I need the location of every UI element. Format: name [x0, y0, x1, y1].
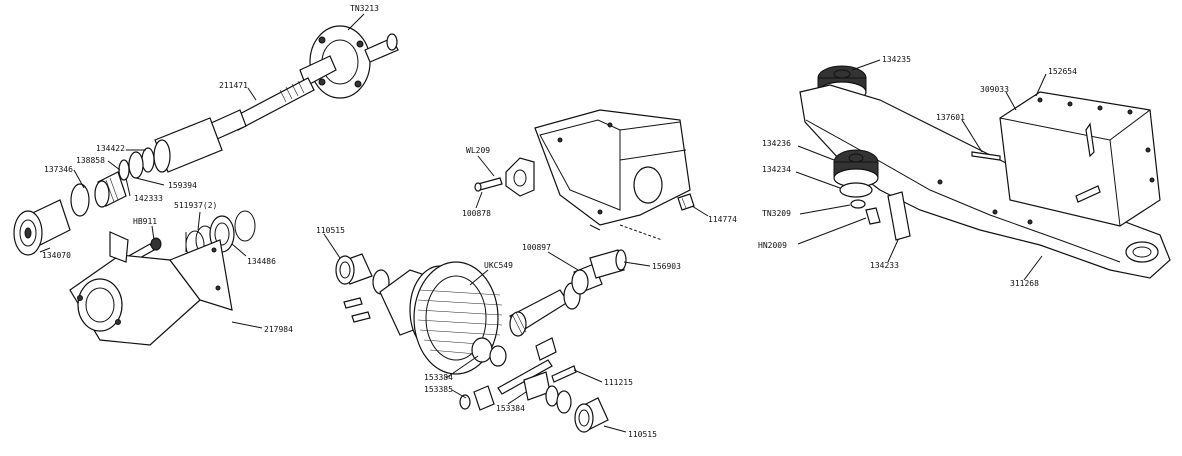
plug-114774	[677, 193, 695, 211]
bearing-134070	[13, 199, 71, 256]
label-137601: 137601	[936, 113, 965, 122]
label-hb911: HB911	[133, 217, 157, 226]
washer-tn3209	[850, 199, 866, 209]
gear-153384-a	[471, 337, 507, 367]
gear-spider	[497, 337, 557, 401]
label-134486: 134486	[247, 257, 276, 266]
bolt-small-2	[351, 311, 371, 323]
label-159394: 159394	[168, 181, 197, 190]
bearing-100897	[571, 263, 603, 295]
bolt-100878	[474, 177, 503, 192]
mount-134236	[833, 149, 879, 188]
label-137346: 137346	[44, 165, 73, 174]
label-hn2009: HN2009	[758, 241, 787, 250]
ring-159394	[128, 151, 144, 179]
label-134234: 134234	[762, 165, 791, 174]
label-211471: 211471	[219, 81, 248, 90]
label-100878: 100878	[462, 209, 491, 218]
label-138858: 138858	[76, 156, 105, 165]
label-wl209: WL209	[466, 146, 490, 155]
sleeve-156903	[589, 249, 627, 279]
label-100897: 100897	[522, 243, 551, 252]
label-111215: 111215	[604, 378, 633, 387]
spline-gear	[94, 171, 127, 208]
bearing-110515-right	[574, 397, 609, 433]
thrust-washer-2	[556, 390, 572, 414]
label-134233: 134233	[870, 261, 899, 270]
ring-134422	[141, 147, 155, 173]
left-assembly: TN3213 211471 134422 138858 137346 15939…	[13, 4, 399, 346]
label-309033: 309033	[980, 85, 1009, 94]
label-110515-left: 110515	[316, 226, 345, 235]
label-tn3209: TN3209	[762, 209, 791, 218]
label-ukc549: UKC549	[484, 261, 513, 270]
gear-153385	[459, 385, 495, 411]
label-153384-b: 153384	[496, 404, 525, 413]
label-156903: 156903	[652, 262, 681, 271]
label-134422: 134422	[96, 144, 125, 153]
label-511937: 511937(2)	[174, 201, 217, 210]
nut-hn2009	[865, 207, 881, 225]
label-134236: 134236	[762, 139, 791, 148]
middle-assembly: WL209 100878 114774 110515 100897 UKC549…	[316, 109, 737, 439]
thrust-washer-1	[545, 385, 559, 407]
label-217984: 217984	[264, 325, 293, 334]
bracket-217984	[69, 231, 233, 346]
label-114774: 114774	[708, 215, 737, 224]
pinion	[509, 289, 569, 337]
diff-housing	[534, 109, 691, 241]
label-134235: 134235	[882, 55, 911, 64]
ring-142333	[118, 159, 130, 181]
label-134070: 134070	[42, 251, 71, 260]
bearing-110515-left	[335, 253, 373, 285]
right-assembly: 134235 152654 309033 137601 134236 13423…	[758, 55, 1171, 288]
seal-137346	[70, 183, 90, 217]
pin-137601	[971, 151, 1001, 161]
label-311268: 311268	[1010, 279, 1039, 288]
hub-flange	[299, 25, 399, 99]
label-110515-right: 110515	[628, 430, 657, 439]
bolt-small-1	[343, 297, 363, 309]
label-153384-a: 153384	[424, 373, 453, 382]
half-shaft	[153, 77, 315, 173]
bearing-cap-wl209	[505, 157, 535, 197]
plate-134233	[887, 191, 911, 241]
label-tn3213: TN3213	[350, 4, 379, 13]
label-152654: 152654	[1048, 67, 1077, 76]
washer-134234	[839, 182, 873, 198]
pin-111215	[551, 365, 577, 383]
label-153385: 153385	[424, 385, 453, 394]
label-142333: 142333	[134, 194, 163, 203]
housing-309033	[999, 91, 1161, 227]
